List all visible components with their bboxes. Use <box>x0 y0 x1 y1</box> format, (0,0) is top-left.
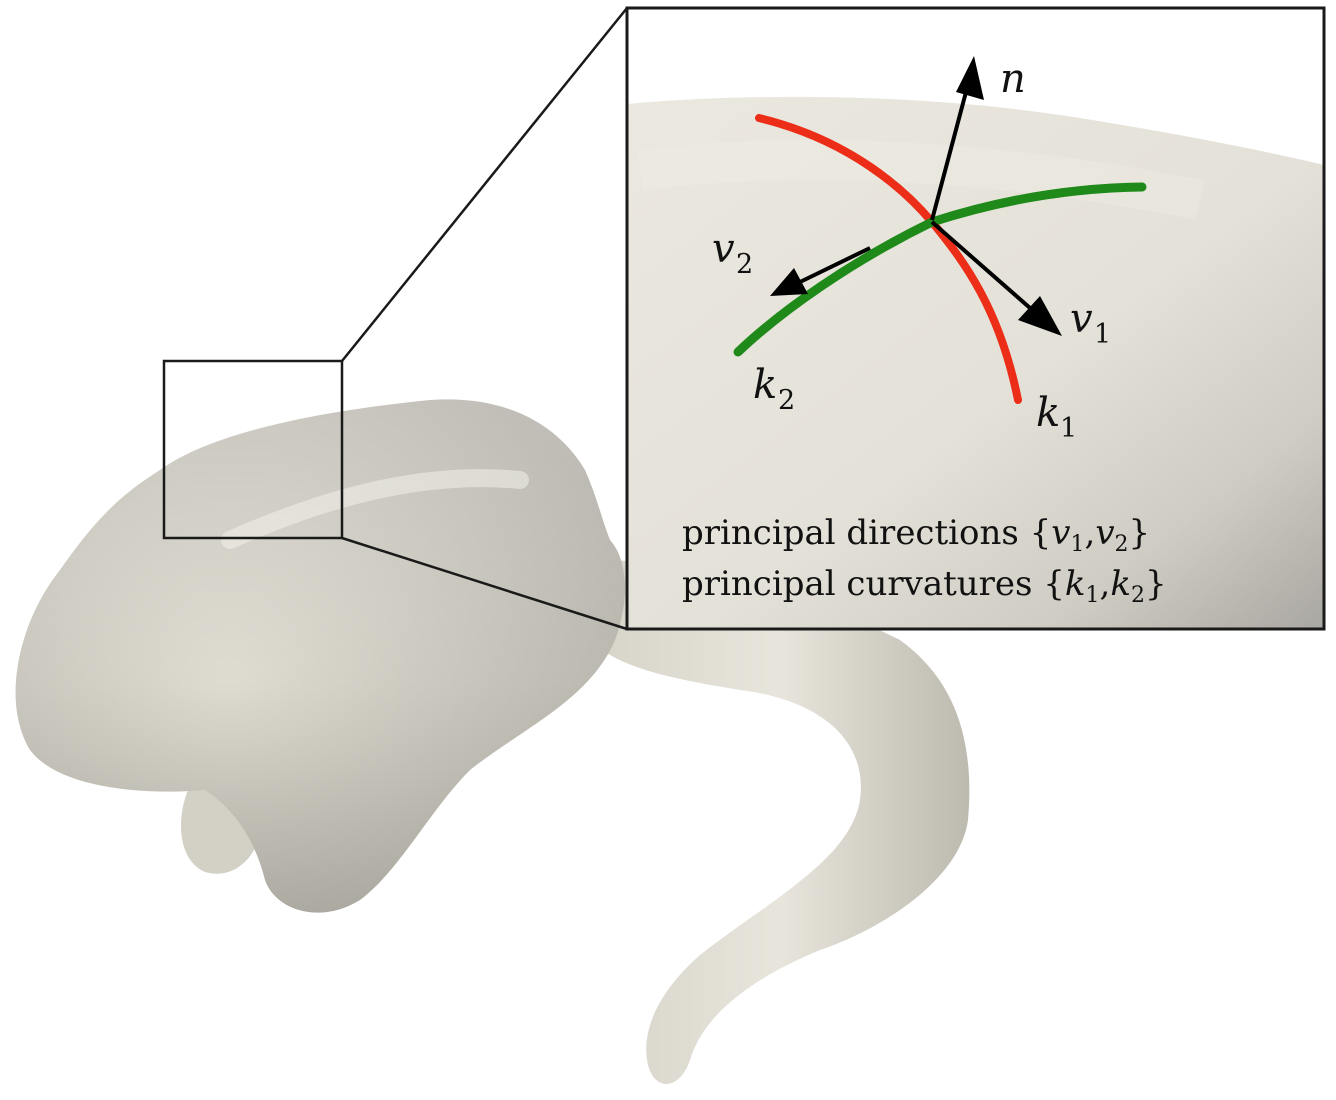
svg-text:principal curvatures {k1,k2}: principal curvatures {k1,k2} <box>682 564 1167 608</box>
zoom-connector-bottom <box>341 536 628 631</box>
label-k1: k 1 <box>1036 390 1077 444</box>
v1-arrow <box>930 220 1062 336</box>
surface-object <box>15 399 970 1084</box>
svg-text:principal directions {v1,v2}: principal directions {v1,v2} <box>682 513 1150 557</box>
inset-surface <box>627 96 1324 629</box>
svg-text:2: 2 <box>736 249 753 280</box>
label-k2: k 2 <box>753 362 795 416</box>
zoom-region-box <box>162 359 344 540</box>
inset-frame <box>625 6 1326 631</box>
v2-arrow <box>770 246 871 296</box>
normal-arrow <box>930 56 984 221</box>
svg-text:v: v <box>712 226 735 272</box>
svg-text:k: k <box>1036 390 1060 436</box>
caption-principal-curvatures: principal curvatures {k1,k2} <box>682 564 1167 608</box>
svg-text:2: 2 <box>778 385 795 416</box>
surface-ridge <box>221 469 529 549</box>
surface-shading <box>15 399 626 913</box>
label-v2: v 2 <box>712 226 753 280</box>
svg-text:k: k <box>753 362 777 408</box>
curve-k2 <box>733 182 1147 357</box>
label-n: n <box>1000 56 1026 102</box>
svg-text:1: 1 <box>1060 413 1077 444</box>
surface-right-arm <box>590 560 970 1084</box>
label-v1: v 1 <box>1070 296 1111 350</box>
caption-principal-directions: principal directions {v1,v2} <box>682 513 1150 557</box>
svg-text:v: v <box>1070 296 1093 342</box>
zoom-connector-top <box>341 7 628 362</box>
zoom-inset: n v 1 v 2 k 1 k 2 principal directions {… <box>625 6 1326 631</box>
svg-text:1: 1 <box>1094 319 1111 350</box>
